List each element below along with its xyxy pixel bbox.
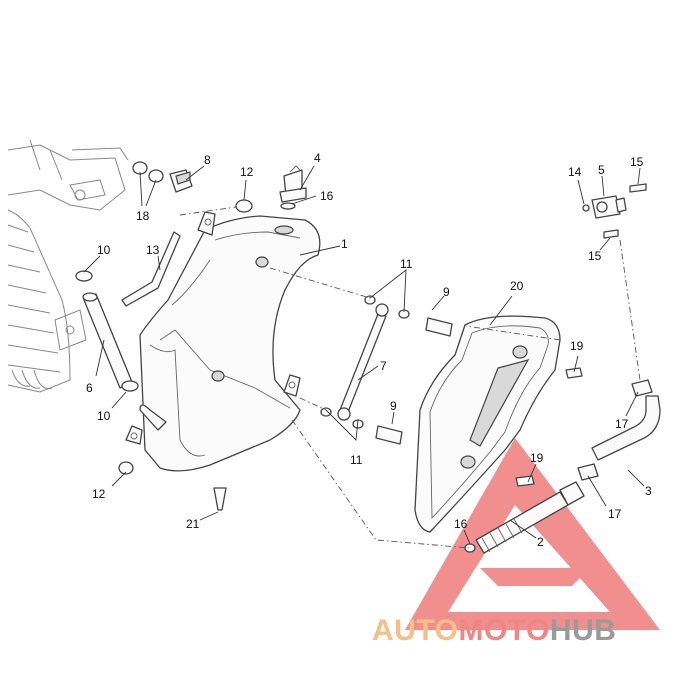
callout-1: 1 — [341, 237, 348, 251]
callout-14: 14 — [568, 165, 582, 179]
brand-moto: MOTO — [458, 614, 550, 647]
callout-4: 4 — [314, 151, 321, 165]
callout-8: 8 — [204, 153, 211, 167]
callout-10b: 10 — [97, 409, 111, 423]
callout-9a: 9 — [443, 285, 450, 299]
brand-hub: HUB — [549, 614, 617, 647]
callout-2: 2 — [537, 535, 544, 549]
part-6-hose — [82, 292, 133, 389]
watermark-brand-text: AUTOMOTOHUB — [372, 614, 700, 648]
callout-5: 5 — [598, 163, 605, 177]
part-20-cover — [414, 315, 561, 533]
part-7-rod — [337, 303, 389, 421]
callout-19a: 19 — [570, 339, 584, 353]
callout-10a: 10 — [97, 243, 111, 257]
callout-12b: 12 — [92, 487, 106, 501]
callout-16b: 16 — [454, 517, 468, 531]
callout-7: 7 — [380, 359, 387, 373]
callout-18: 18 — [136, 209, 150, 223]
watermark-triangle-logo — [405, 438, 660, 630]
callout-9b: 9 — [390, 399, 397, 413]
callout-6: 6 — [86, 381, 93, 395]
callout-15a: 15 — [630, 155, 644, 169]
part-5-connector — [591, 195, 627, 219]
callout-21: 21 — [186, 517, 200, 531]
callout-16a: 16 — [320, 189, 334, 203]
callout-labels: 1 2 3 4 5 6 7 8 9 9 10 10 11 11 12 12 13… — [86, 151, 652, 549]
callout-19b: 19 — [530, 451, 544, 465]
callout-11b: 11 — [350, 453, 363, 467]
part-3-hose — [591, 395, 661, 461]
callout-20: 20 — [510, 279, 524, 293]
callout-12a: 12 — [240, 165, 254, 179]
part-8-mount — [169, 169, 193, 193]
part-13-pipe — [121, 231, 181, 307]
assembly-lines — [179, 206, 641, 549]
callout-3: 3 — [645, 484, 652, 498]
leader-lines — [83, 165, 645, 545]
part-2-hose-fitting — [475, 481, 585, 554]
part-1-tank — [125, 211, 321, 472]
brand-auto: AUTO — [372, 614, 459, 647]
callout-13: 13 — [146, 243, 160, 257]
callout-15b: 15 — [588, 249, 602, 263]
part-4-cap — [279, 165, 307, 203]
callout-17a: 17 — [615, 417, 629, 431]
callout-11a: 11 — [400, 257, 413, 271]
callout-17b: 17 — [608, 507, 622, 521]
radiator-frame — [7, 139, 129, 393]
